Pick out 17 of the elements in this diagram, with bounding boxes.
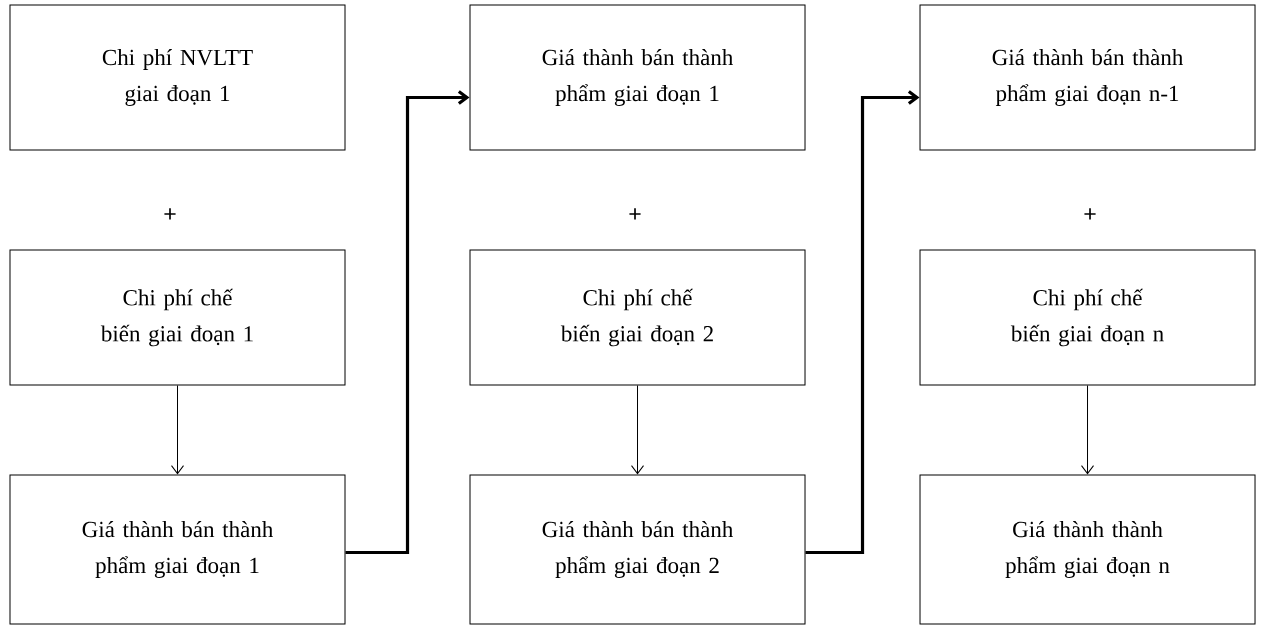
process-box: Chi phí chế biến giai đoạn 1 <box>9 249 346 386</box>
plus-sign: + <box>1084 208 1096 220</box>
plus-sign: + <box>164 208 176 220</box>
arrow <box>345 90 470 555</box>
process-box: Chi phí chế biến giai đoạn 2 <box>469 249 806 386</box>
arrow <box>171 385 184 475</box>
arrow <box>1081 385 1094 475</box>
arrow <box>631 385 644 475</box>
process-box: Chi phí NVLTT giai đoạn 1 <box>9 4 346 151</box>
process-box: Giá thành bán thành phẩm giai đoạn n-1 <box>919 4 1256 151</box>
arrow <box>805 90 920 555</box>
plus-sign: + <box>629 208 641 220</box>
process-box: Giá thành bán thành phẩm giai đoạn 1 <box>9 474 346 625</box>
process-box: Giá thành thành phẩm giai đoạn n <box>919 474 1256 625</box>
process-box: Chi phí chế biến giai đoạn n <box>919 249 1256 386</box>
process-box: Giá thành bán thành phẩm giai đoạn 1 <box>469 4 806 151</box>
process-box: Giá thành bán thành phẩm giai đoạn 2 <box>469 474 806 625</box>
